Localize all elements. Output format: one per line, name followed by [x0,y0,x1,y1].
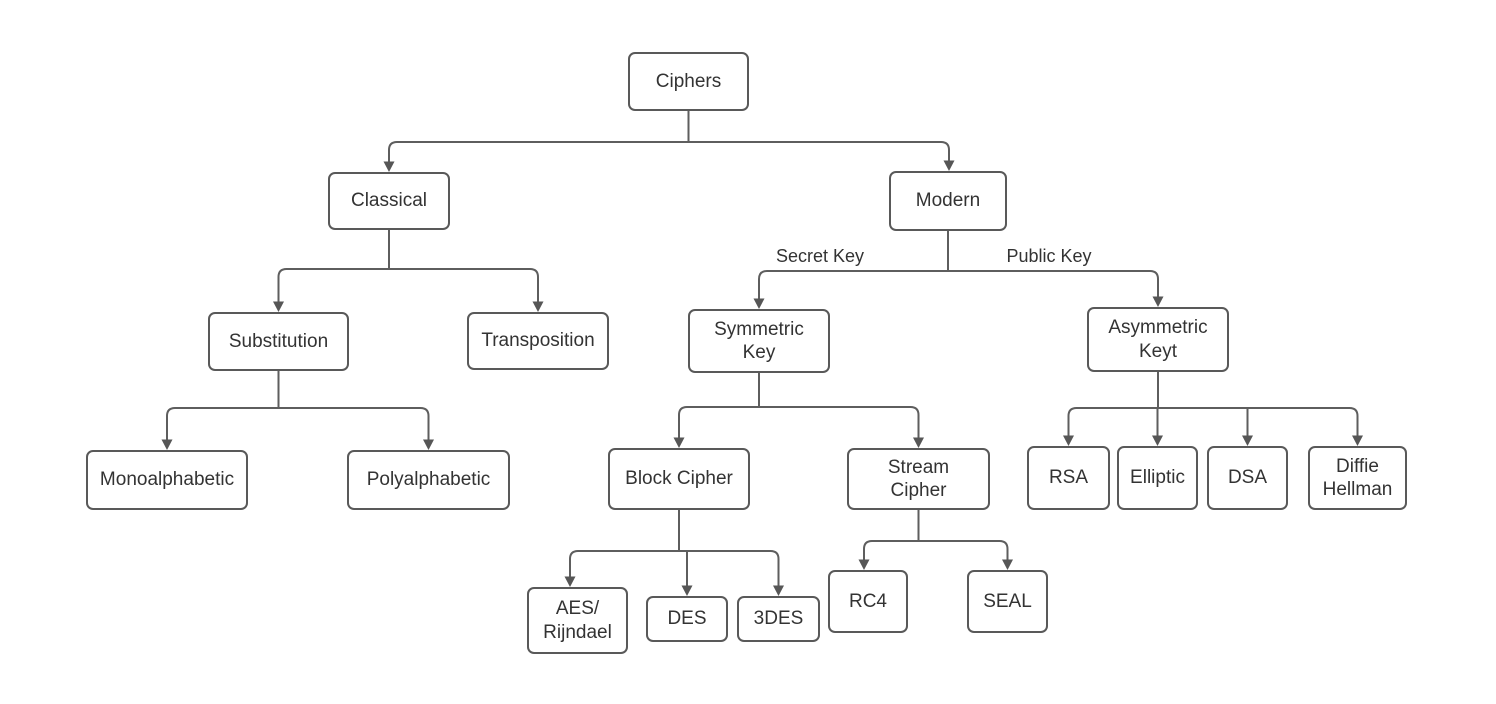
edge-label-secret-key[interactable]: Secret Key [772,246,868,267]
edge-asymmetric-children [1063,372,1363,446]
edge-ciphers-children [383,111,955,172]
node-dsa[interactable]: DSA [1207,446,1288,510]
node-asymmetric-key[interactable]: Asymmetric Keyt [1087,307,1229,372]
node-ciphers[interactable]: Ciphers [628,52,749,111]
node-stream-cipher[interactable]: Stream Cipher [847,448,990,510]
node-rsa[interactable]: RSA [1027,446,1110,510]
node-classical[interactable]: Classical [328,172,450,230]
node-monoalphabetic[interactable]: Monoalphabetic [86,450,248,510]
node-substitution[interactable]: Substitution [208,312,349,371]
edge-stream-cipher-children [858,510,1013,570]
node-block-cipher[interactable]: Block Cipher [608,448,750,510]
node-polyalphabetic[interactable]: Polyalphabetic [347,450,510,510]
node-aes-rijndael[interactable]: AES/ Rijndael [527,587,628,654]
edge-classical-children [273,230,544,312]
node-modern[interactable]: Modern [889,171,1007,231]
node-des[interactable]: DES [646,596,728,642]
edge-label-public-key[interactable]: Public Key [1003,246,1095,267]
node-rc4[interactable]: RC4 [828,570,908,633]
node-3des[interactable]: 3DES [737,596,820,642]
node-transposition[interactable]: Transposition [467,312,609,370]
node-seal[interactable]: SEAL [967,570,1048,633]
edge-symmetric-children [673,373,924,448]
node-diffie-hellman[interactable]: Diffie Hellman [1308,446,1407,510]
node-symmetric-key[interactable]: Symmetric Key [688,309,830,373]
edge-modern-children [753,231,1164,309]
edge-substitution-children [161,371,434,450]
edge-block-cipher-children [564,510,784,596]
node-elliptic[interactable]: Elliptic [1117,446,1198,510]
